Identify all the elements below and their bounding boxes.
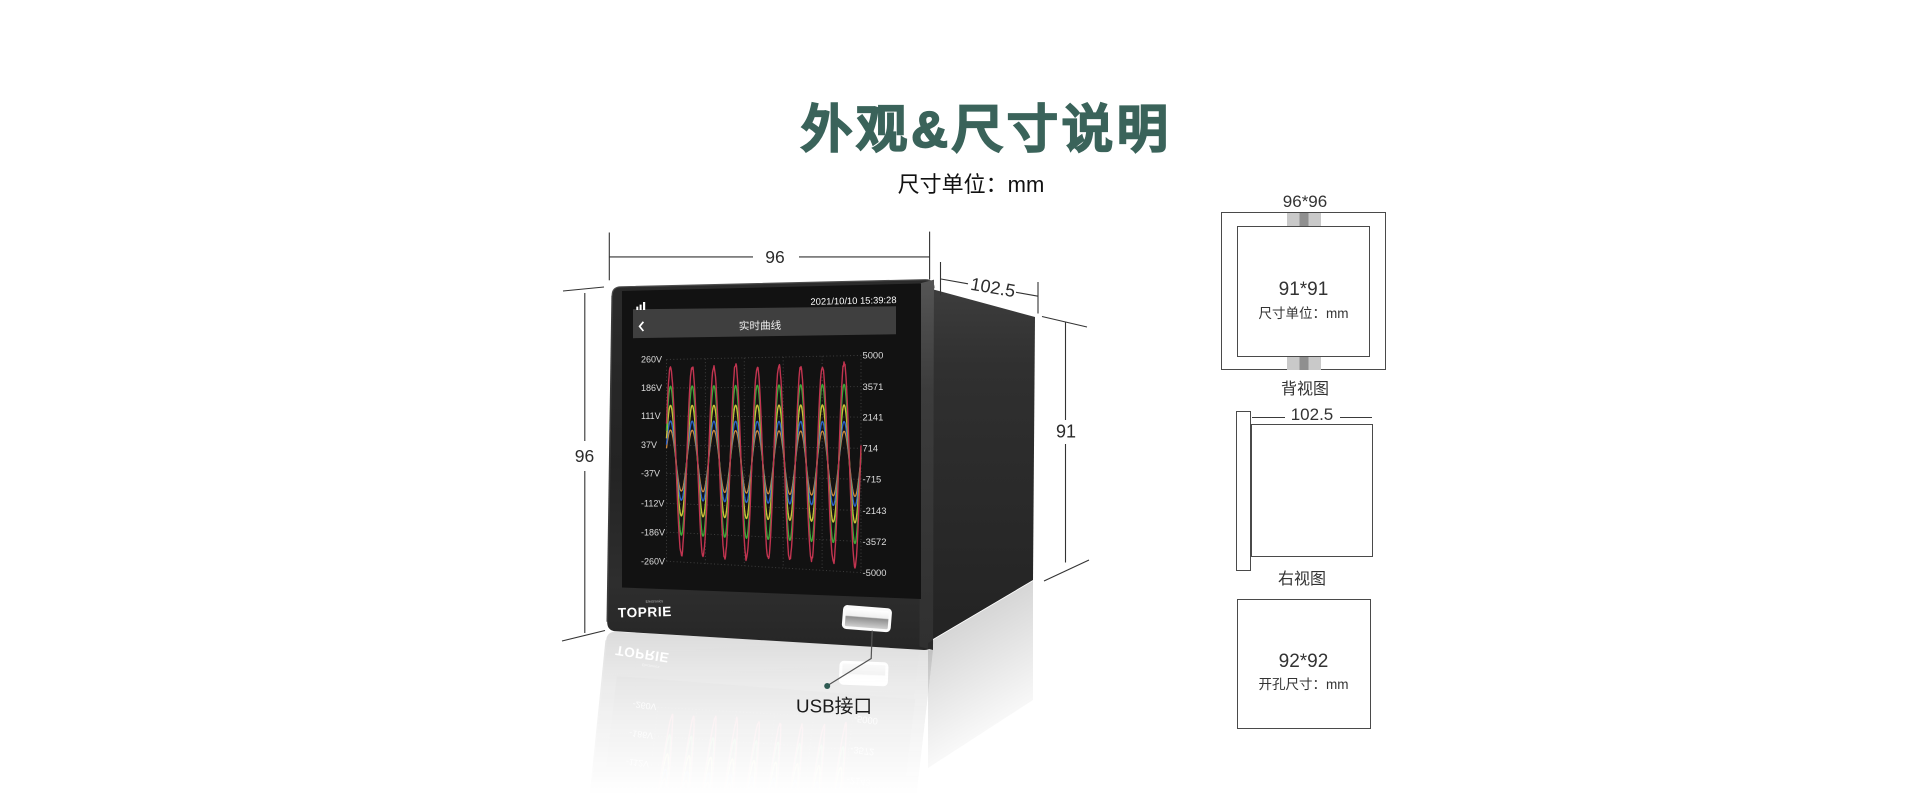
svg-text:USB接口: USB接口: [796, 695, 872, 716]
svg-text:-260V: -260V: [641, 556, 665, 566]
svg-text:实时曲线: 实时曲线: [739, 319, 782, 333]
svg-text:-3572: -3572: [863, 536, 887, 547]
svg-text:-5000: -5000: [863, 567, 887, 578]
svg-text:111V: 111V: [641, 411, 661, 421]
svg-text:2141: 2141: [863, 411, 884, 422]
svg-text:Electronics: Electronics: [646, 599, 664, 603]
svg-text:-112V: -112V: [641, 499, 664, 509]
svg-text:96: 96: [575, 446, 594, 466]
svg-text:260V: 260V: [641, 355, 662, 365]
svg-text:186V: 186V: [641, 383, 662, 393]
svg-text:3571: 3571: [863, 381, 884, 392]
svg-text:37V: 37V: [641, 440, 657, 450]
svg-text:91: 91: [1056, 422, 1076, 442]
svg-text:102.5: 102.5: [969, 274, 1017, 301]
svg-text:-2143: -2143: [863, 505, 887, 516]
svg-text:-37V: -37V: [641, 469, 660, 479]
svg-text:TOPRIE: TOPRIE: [618, 604, 672, 621]
svg-text:714: 714: [863, 443, 879, 454]
svg-text:-186V: -186V: [641, 527, 665, 537]
svg-text:-715: -715: [863, 474, 882, 485]
svg-text:5000: 5000: [863, 350, 884, 361]
svg-text:2021/10/10 15:39:28: 2021/10/10 15:39:28: [810, 294, 896, 307]
svg-text:96: 96: [765, 247, 784, 267]
